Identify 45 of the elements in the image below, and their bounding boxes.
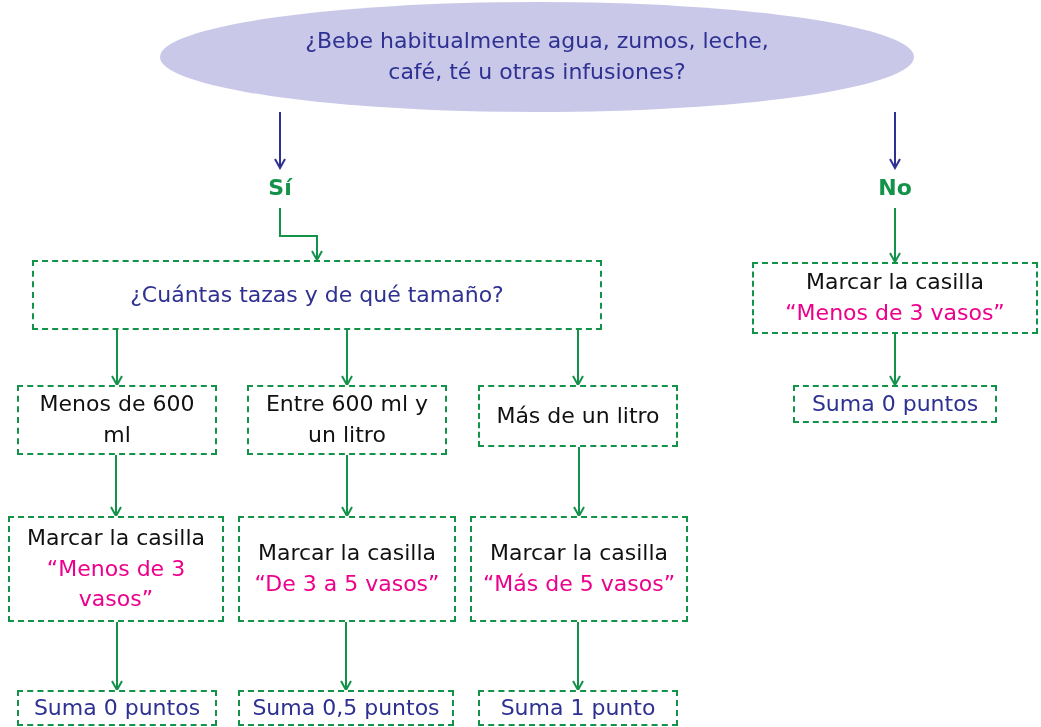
arrow [889, 333, 901, 386]
result-box [793, 385, 997, 423]
result-box [478, 690, 678, 726]
arrow [279, 207, 323, 261]
node-text: Suma 1 punto [500, 693, 656, 722]
answer-text: Sí [268, 173, 292, 202]
arrow [111, 329, 123, 386]
question-box [32, 260, 602, 330]
arrow [341, 329, 353, 386]
node-text: ¿Cuántas tazas y de qué tamaño? [130, 280, 504, 309]
node-text: Suma 0,5 puntos [252, 693, 440, 722]
arrow [573, 446, 585, 517]
arrow [572, 329, 584, 386]
process-box [247, 385, 447, 455]
node-text: “Más de 5 vasos” [482, 570, 676, 598]
node-text: Marcar la casilla [26, 523, 206, 552]
node-text: ¿Bebe habitualmente agua, zumos, leche, café, té u otras infusiones? [304, 27, 770, 86]
process-box [470, 516, 688, 622]
process-box [752, 262, 1038, 334]
process-box [8, 516, 224, 622]
node-text: Menos de 600 ml [38, 390, 196, 449]
node-text: Más de un litro [496, 401, 660, 430]
answer-text: No [878, 173, 912, 202]
result-box [17, 690, 217, 726]
arrow [889, 207, 901, 263]
process-box [238, 516, 456, 622]
node-text: “Menos de 3 vasos” [45, 554, 187, 614]
node-text: Marcar la casilla [257, 539, 437, 568]
result-box [238, 690, 454, 726]
node-text: Suma 0 puntos [811, 389, 979, 418]
arrow [340, 621, 352, 691]
arrow [110, 454, 122, 517]
process-box [17, 385, 217, 455]
node-text: Entre 600 ml y un litro [264, 390, 430, 449]
process-box [478, 385, 678, 447]
arrow [889, 111, 901, 169]
arrow [572, 621, 584, 691]
arrow [341, 454, 353, 517]
node-text: “Menos de 3 vasos” [785, 299, 1005, 327]
node-text: Marcar la casilla [489, 539, 669, 568]
node-text: “De 3 a 5 vasos” [254, 570, 440, 598]
node-text: Marcar la casilla [805, 268, 985, 297]
node-text: Suma 0 puntos [33, 693, 201, 722]
arrow [111, 621, 123, 691]
arrow [274, 111, 286, 169]
